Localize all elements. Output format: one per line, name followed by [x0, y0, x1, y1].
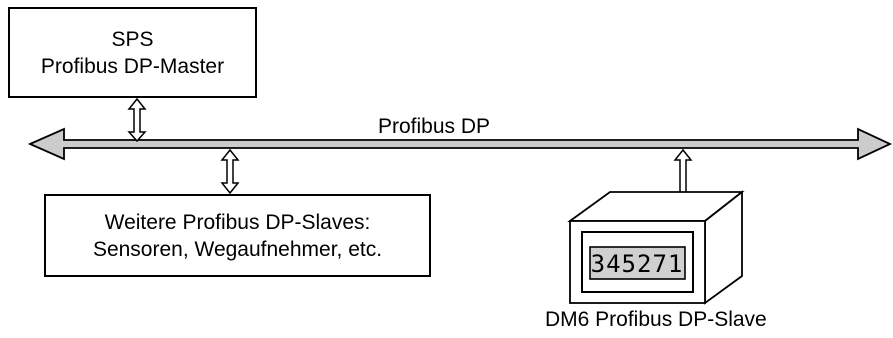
device-label: DM6 Profibus DP-Slave — [545, 308, 767, 331]
master-subtitle: Profibus DP-Master — [40, 54, 225, 78]
slaves-connector-arrow — [220, 148, 240, 195]
master-box: SPS Profibus DP-Master — [8, 7, 257, 98]
slaves-box: Weitere Profibus DP-Slaves: Sensoren, We… — [44, 194, 431, 277]
slaves-title: Weitere Profibus DP-Slaves: — [104, 210, 371, 234]
slaves-subtitle: Sensoren, Wegaufnehmer, etc. — [92, 237, 383, 261]
master-connector-arrow — [127, 97, 147, 143]
master-title: SPS — [111, 27, 154, 51]
dm6-device: 345271 — [567, 190, 745, 305]
bus-label: Profibus DP — [378, 115, 491, 138]
device-display — [589, 246, 686, 280]
device-display-value: 345271 — [591, 250, 684, 278]
bus-arrow — [27, 127, 893, 161]
